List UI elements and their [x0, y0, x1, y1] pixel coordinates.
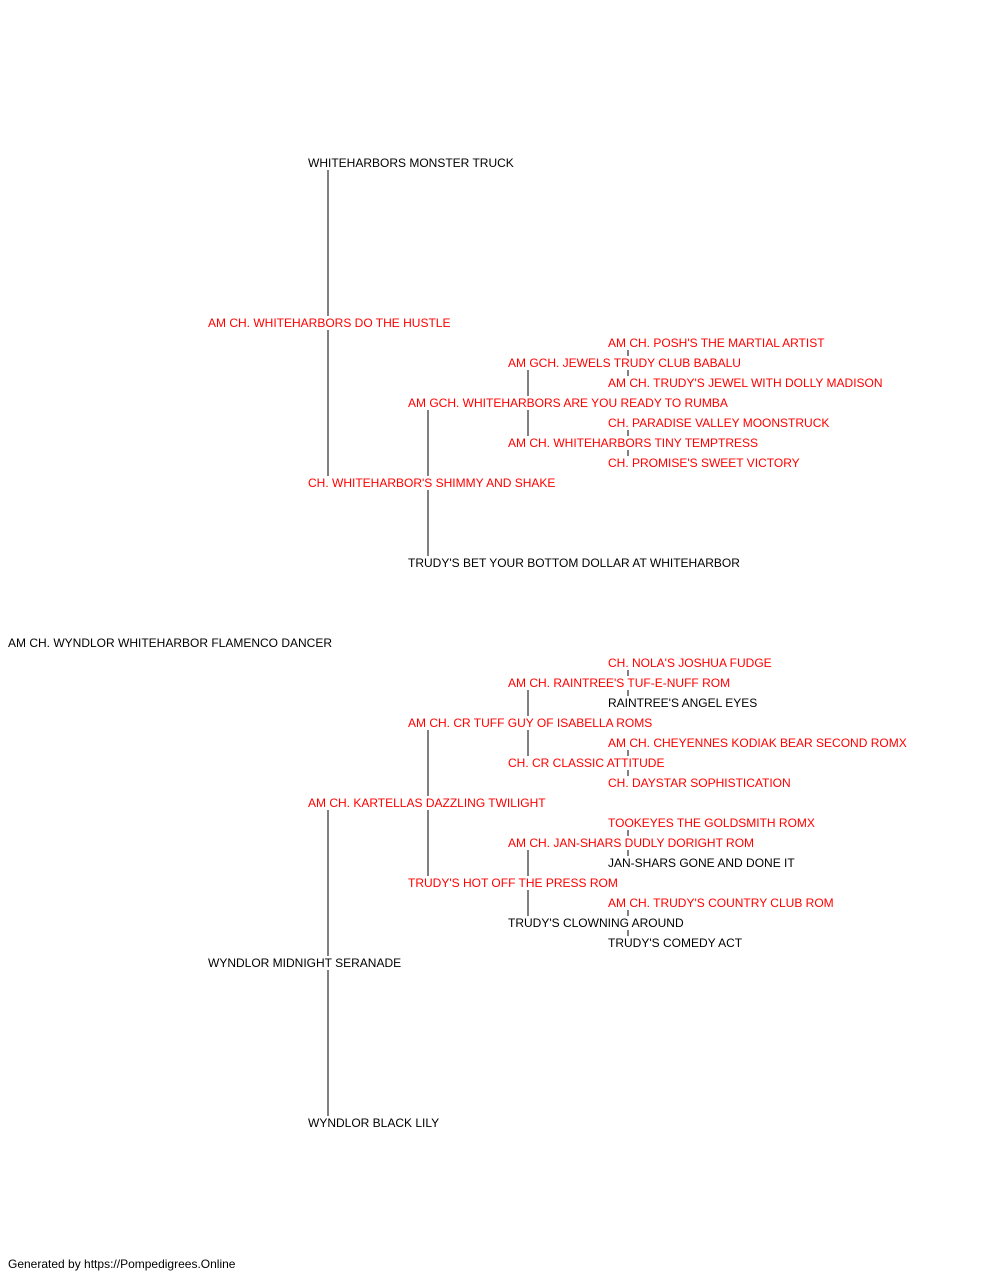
- pedigree-dam-name: TRUDY'S CLOWNING AROUND: [508, 916, 684, 930]
- pedigree-sire-name: AM CH. CHEYENNES KODIAK BEAR SECOND ROMX: [608, 736, 907, 750]
- pedigree-sire-name: AM CH. CR TUFF GUY OF ISABELLA ROMS: [408, 716, 653, 730]
- pedigree-dam-name: WYNDLOR BLACK LILY: [308, 1116, 440, 1130]
- pedigree-sire-name: AM CH. JAN-SHARS DUDLY DORIGHT ROM: [508, 836, 755, 850]
- pedigree-dam-name: TRUDY'S COMEDY ACT: [608, 936, 743, 950]
- pedigree-sire-name: AM CH. RAINTREE'S TUF-E-NUFF ROM: [508, 676, 731, 690]
- pedigree-dam-name: JAN-SHARS GONE AND DONE IT: [608, 856, 795, 870]
- pedigree-dam-name: AM CH. WHITEHARBORS TINY TEMPTRESS: [508, 436, 759, 450]
- pedigree-sire-name: AM CH. POSH'S THE MARTIAL ARTIST: [608, 336, 825, 350]
- pedigree-sire-name: TOOKEYES THE GOLDSMITH ROMX: [608, 816, 815, 830]
- pedigree-sire-name: AM CH. KARTELLAS DAZZLING TWILIGHT: [308, 796, 546, 810]
- pedigree-dam-name: CH. CR CLASSIC ATTITUDE: [508, 756, 665, 770]
- pedigree-sire-name: AM GCH. WHITEHARBORS ARE YOU READY TO RU…: [408, 396, 728, 410]
- pedigree-sire-name: AM CH. WHITEHARBORS DO THE HUSTLE: [208, 316, 451, 330]
- pedigree-sire-name: CH. PARADISE VALLEY MOONSTRUCK: [608, 416, 830, 430]
- pedigree-dam-name: RAINTREE'S ANGEL EYES: [608, 696, 758, 710]
- pedigree-dam-name: AM CH. TRUDY'S JEWEL WITH DOLLY MADISON: [608, 376, 883, 390]
- pedigree-sire-name: WHITEHARBORS MONSTER TRUCK: [308, 156, 514, 170]
- pedigree-dam-name: TRUDY'S BET YOUR BOTTOM DOLLAR AT WHITEH…: [408, 556, 740, 570]
- pedigree-dam-name: CH. PROMISE'S SWEET VICTORY: [608, 456, 800, 470]
- pedigree-dam-name: CH. WHITEHARBOR'S SHIMMY AND SHAKE: [308, 476, 556, 490]
- pedigree-dam-name: CH. DAYSTAR SOPHISTICATION: [608, 776, 791, 790]
- footer-credit: Generated by https://Pompedigrees.Online: [8, 1257, 236, 1271]
- pedigree-dam-name: TRUDY'S HOT OFF THE PRESS ROM: [408, 876, 618, 890]
- pedigree-sire-name: AM GCH. JEWELS TRUDY CLUB BABALU: [508, 356, 741, 370]
- pedigree-sire-name: AM CH. TRUDY'S COUNTRY CLUB ROM: [608, 896, 834, 910]
- pedigree-subject-name: AM CH. WYNDLOR WHITEHARBOR FLAMENCO DANC…: [8, 636, 333, 650]
- pedigree-dam-name: WYNDLOR MIDNIGHT SERANADE: [208, 956, 402, 970]
- pedigree-sire-name: CH. NOLA'S JOSHUA FUDGE: [608, 656, 772, 670]
